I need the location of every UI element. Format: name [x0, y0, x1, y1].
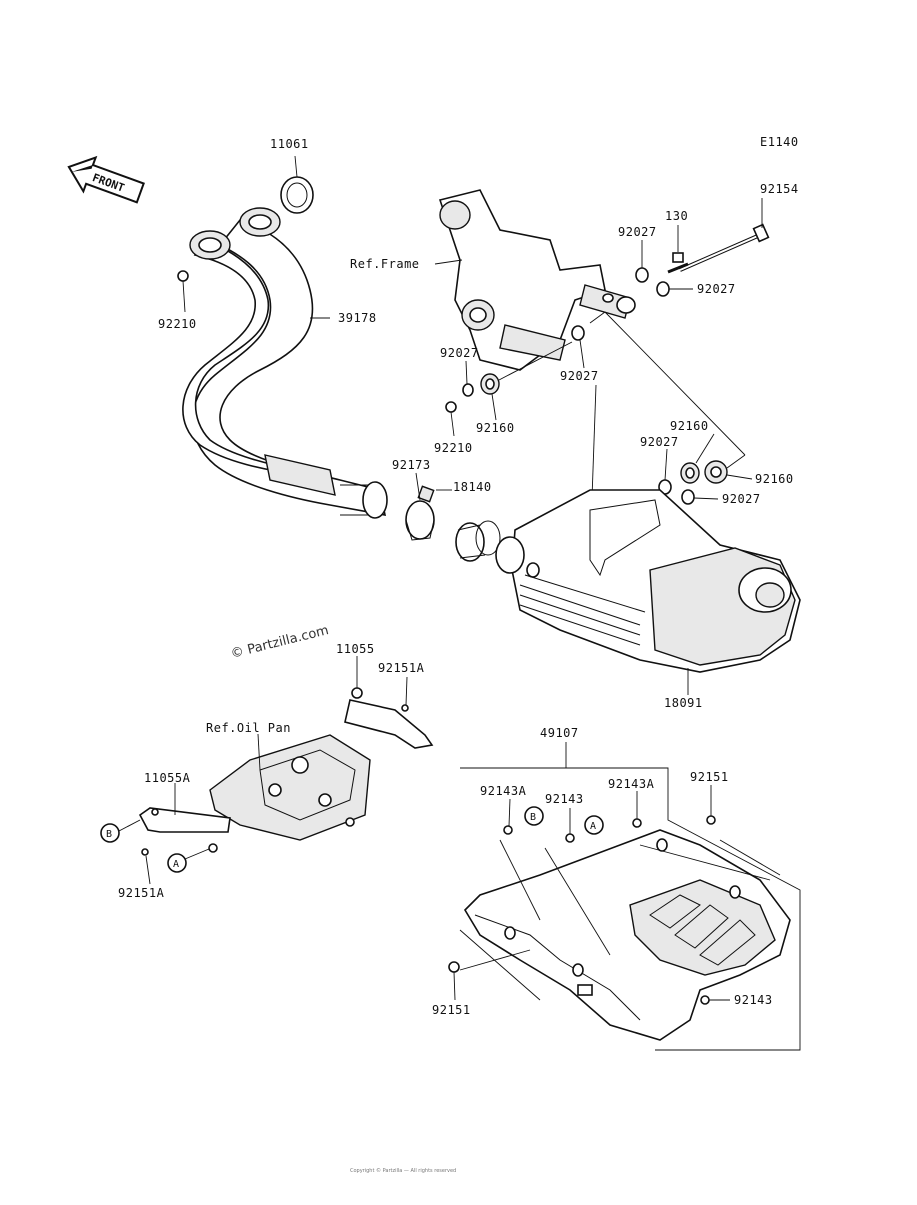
callout-92151-b: 92151: [432, 1003, 471, 1017]
callout-92143A-b: 92143A: [608, 777, 655, 791]
callout-92027-e: 92027: [640, 435, 679, 449]
bolt-92154: [679, 198, 770, 272]
grommet-92160-c: [704, 454, 753, 484]
callout-92160-b: 92160: [670, 419, 709, 433]
nut-92143A-a: [503, 798, 513, 835]
svg-text:A: A: [173, 859, 179, 870]
callout-92143: 92143: [545, 792, 584, 806]
gasket-18140: [436, 489, 501, 562]
bolt-92151A-b: [141, 848, 151, 885]
washer-92027-e: [658, 448, 672, 495]
callout-92154: 92154: [760, 182, 799, 196]
muffler-18091: [495, 489, 801, 695]
callout-39178: 39178: [338, 311, 377, 325]
svg-text:B: B: [530, 812, 536, 823]
callout-92151A-a: 92151A: [378, 661, 425, 675]
washer-92027-d: [571, 311, 606, 369]
svg-text:B: B: [106, 829, 112, 840]
callout-92160-a: 92160: [476, 421, 515, 435]
callout-18140: 18140: [453, 480, 492, 494]
callout-92027-b: 92027: [697, 282, 736, 296]
ref-oil-pan: Ref.Oil Pan: [206, 721, 291, 735]
bracket-11055: [344, 656, 434, 749]
clamp-92173: [405, 472, 435, 541]
callout-92151A-b: 92151A: [118, 886, 165, 900]
callout-11061: 11061: [270, 137, 309, 151]
watermark: © Partzilla.com: [229, 623, 330, 662]
bolt-130: [667, 225, 689, 274]
grommet-92160-a: [480, 341, 573, 421]
nut-92143-a: [565, 808, 575, 843]
front-arrow-icon: FRONT: [67, 155, 145, 204]
callout-18091: 18091: [664, 696, 703, 710]
washer-92027-f: [681, 489, 719, 505]
nut-92210-b: [445, 401, 457, 437]
callout-130: 130: [665, 209, 688, 223]
callout-92143-b: 92143: [734, 993, 773, 1007]
footer-note: Copyright © Partzilla — All rights reser…: [350, 1167, 456, 1174]
bracket-lines-49107: [460, 742, 801, 1051]
leader-frame-grommet: [604, 311, 746, 456]
washer-92027-a: [635, 240, 649, 283]
callout-92173: 92173: [392, 458, 431, 472]
frame-bracket: [434, 189, 636, 371]
callout-92210-a: 92210: [158, 317, 197, 331]
nut-92143-b: [700, 995, 730, 1005]
washer-92027-b: [656, 281, 693, 297]
callout-92210-b: 92210: [434, 441, 473, 455]
bolt-92151-b: [448, 961, 460, 1001]
diagram-code: E1140: [760, 135, 799, 149]
gasket-11061: [280, 155, 314, 214]
callout-11055A: 11055A: [144, 771, 191, 785]
grommet-92160-b: [680, 433, 715, 484]
bracket-11055A: [138, 783, 231, 853]
washer-92027-c: [462, 360, 474, 397]
callout-49107: 49107: [540, 726, 579, 740]
exhaust-pipe-39178: [177, 207, 388, 519]
marker-b-left: B: [100, 819, 141, 843]
bolt-92151-a: [706, 785, 716, 825]
callout-11055: 11055: [336, 642, 375, 656]
cover-49107: [459, 829, 791, 1041]
callout-92027-d: 92027: [560, 369, 599, 383]
oil-pan: [209, 733, 371, 841]
callout-92027-f: 92027: [722, 492, 761, 506]
nut-92143A-b: [632, 791, 642, 828]
ref-frame: Ref.Frame: [350, 257, 420, 271]
callout-92027-a: 92027: [618, 225, 657, 239]
marker-b-right: B: [524, 806, 544, 826]
callout-92151-a: 92151: [690, 770, 729, 784]
marker-a-left: A: [167, 848, 210, 873]
callout-92027-c: 92027: [440, 346, 479, 360]
callout-92160-c: 92160: [755, 472, 794, 486]
callout-92143A-a: 92143A: [480, 784, 527, 798]
marker-a-right: A: [584, 815, 604, 835]
svg-text:A: A: [590, 821, 596, 832]
